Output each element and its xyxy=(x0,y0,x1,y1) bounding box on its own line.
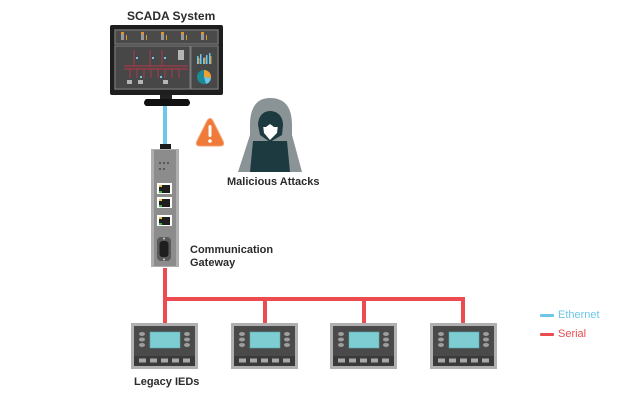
hacker-icon xyxy=(238,98,302,172)
ied-screen xyxy=(249,331,281,349)
serial-bus xyxy=(163,268,465,324)
ied-screen xyxy=(149,331,181,349)
legend-label-serial: Serial xyxy=(558,328,587,340)
scada-monitor xyxy=(110,25,223,106)
communication-gateway xyxy=(151,144,179,267)
legend-label-ethernet: Ethernet xyxy=(558,309,600,321)
ied-device xyxy=(330,323,397,369)
gateway-label-line2: Gateway xyxy=(190,257,236,269)
warning-icon xyxy=(195,118,225,147)
gateway-label-line1: Communication xyxy=(190,244,274,256)
ied-device xyxy=(131,323,198,369)
ethernet-port xyxy=(157,215,172,226)
ethernet-port xyxy=(157,183,172,194)
legend-item-serial: Serial xyxy=(540,328,586,340)
legend-item-ethernet: Ethernet xyxy=(540,309,600,321)
ied-device xyxy=(231,323,298,369)
ied-screen xyxy=(348,331,380,349)
scada-system-label: SCADA System xyxy=(127,9,216,23)
legend-swatch-serial xyxy=(540,332,554,336)
legacy-ieds-label: Legacy IEDs xyxy=(134,376,200,388)
ethernet-port xyxy=(157,197,172,208)
ied-device xyxy=(430,323,497,369)
legend-swatch-ethernet xyxy=(540,313,554,317)
ied-screen xyxy=(448,331,480,349)
malicious-attacks-label: Malicious Attacks xyxy=(227,176,320,188)
serial-port xyxy=(157,237,171,261)
